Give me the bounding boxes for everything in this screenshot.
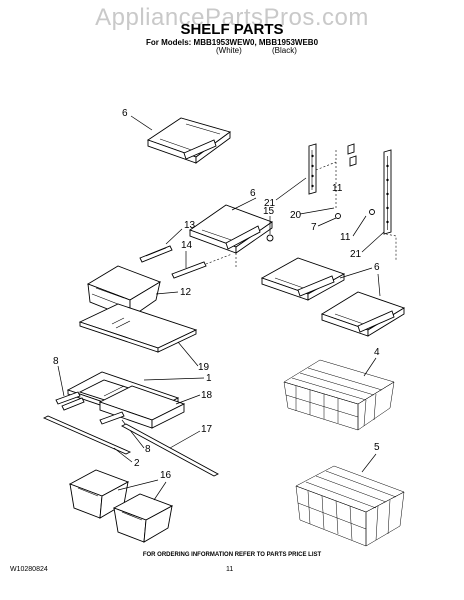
callout-12: 12 (180, 287, 192, 298)
slide-part-14 (171, 261, 207, 279)
callout-6-middle: 6 (250, 188, 256, 199)
shelf-right-lower (320, 291, 406, 337)
callout-11-lower: 11 (340, 232, 351, 243)
callout-13: 13 (184, 220, 196, 231)
callout-1: 1 (206, 373, 212, 384)
variant-black: (Black) (272, 46, 297, 55)
variant-white: (White) (216, 46, 242, 55)
shelf-right-upper (260, 257, 346, 301)
shelf-rail-left (308, 143, 317, 195)
callout-14: 14 (181, 240, 193, 251)
callout-6-right: 6 (374, 262, 380, 273)
slide-left-8 (55, 391, 85, 411)
callout-5: 5 (374, 442, 380, 453)
clip-part (347, 143, 357, 167)
document-number: W10280824 (10, 566, 48, 573)
callout-15: 15 (263, 206, 275, 217)
callout-8-upper: 8 (53, 356, 59, 367)
glass-shelf-19 (78, 303, 198, 353)
cover-part-13 (139, 245, 173, 263)
callout-2: 2 (134, 458, 140, 469)
callout-17: 17 (201, 424, 213, 435)
shelf-top-left (147, 117, 232, 164)
callout-7: 7 (311, 222, 317, 233)
watermark: AppliancePartsPros.com (95, 4, 369, 31)
ordering-note: FOR ORDERING INFORMATION REFER TO PARTS … (142, 552, 322, 558)
callout-8-lower: 8 (145, 444, 151, 455)
drawer-tray (98, 385, 186, 429)
storage-pan-right (112, 493, 174, 543)
callout-21-upper: 21 (264, 198, 276, 209)
callout-6-top: 6 (122, 108, 128, 119)
callout-19: 19 (198, 362, 210, 373)
callout-11-upper: 11 (332, 183, 343, 194)
page-title: SHELF PARTS (180, 21, 284, 38)
storage-pan-left (68, 469, 130, 519)
trim-strip-17 (121, 423, 219, 477)
callout-4: 4 (374, 347, 380, 358)
slide-right-8 (99, 411, 125, 425)
callout-21-lower: 21 (350, 249, 362, 260)
shelf-rail-right (383, 149, 392, 235)
shelf-middle (189, 204, 273, 268)
callout-16: 16 (160, 470, 172, 481)
page-number: 11 (226, 566, 234, 573)
callout-20: 20 (290, 210, 302, 221)
model-numbers: For Models: MBB1953WEW0, MBB1953WEB0 (145, 38, 319, 47)
callout-18: 18 (201, 390, 213, 401)
screw-part (266, 209, 375, 242)
wire-shelf-4 (283, 359, 395, 431)
wire-basket-5 (295, 465, 405, 547)
trim-strip-2 (42, 415, 132, 455)
